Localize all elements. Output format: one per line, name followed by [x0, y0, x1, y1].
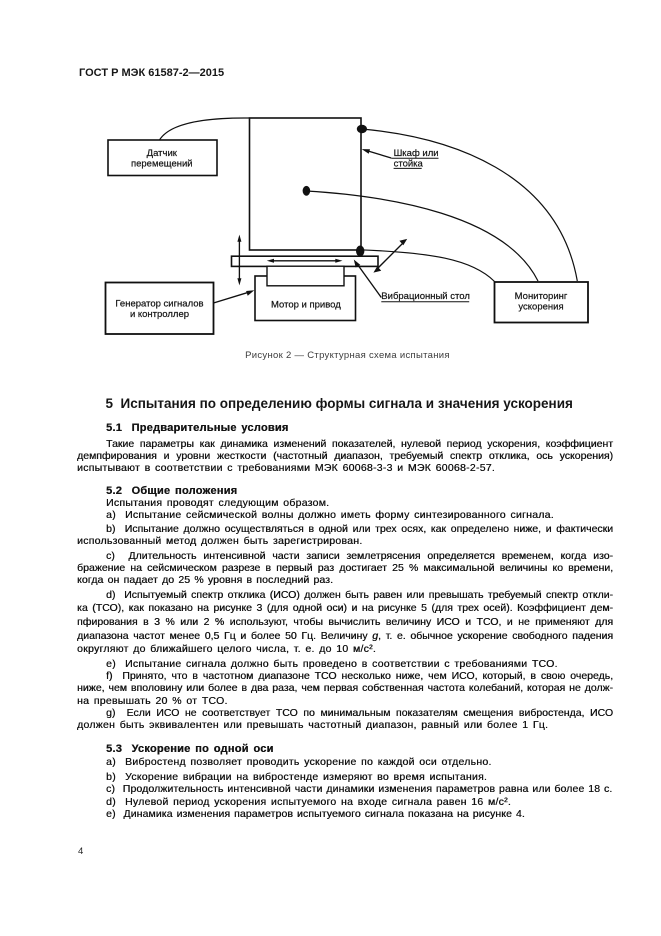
- svg-text:стойка: стойка: [394, 158, 424, 169]
- svg-text:Датчик: Датчик: [147, 148, 178, 159]
- svg-text:Генератор сигналов: Генератор сигналов: [115, 299, 203, 310]
- svg-text:Мониторинг: Мониторинг: [515, 291, 568, 302]
- svg-text:Вибрационный стол: Вибрационный стол: [381, 291, 470, 302]
- svg-text:Шкаф или: Шкаф или: [394, 148, 439, 159]
- svg-text:перемещений: перемещений: [131, 159, 193, 170]
- svg-text:Мотор и привод: Мотор и привод: [271, 299, 341, 310]
- svg-text:и контроллер: и контроллер: [130, 309, 189, 320]
- svg-text:ускорения: ускорения: [518, 302, 563, 313]
